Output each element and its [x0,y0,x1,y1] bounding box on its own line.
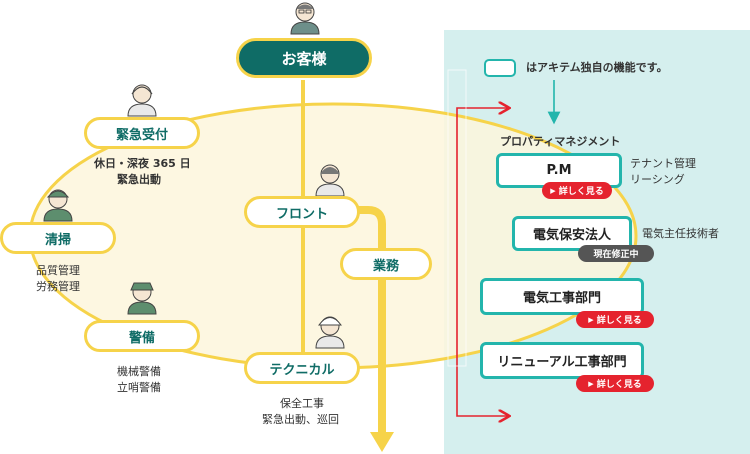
legend-swatch [484,59,516,77]
technical-note-2: 緊急出動、巡回 [262,413,339,426]
customer-icon [290,2,320,35]
emergency-note-1: 休日・深夜 365 日 [94,157,191,170]
electrical-works-details-button[interactable]: ▶詳しく見る [576,311,654,328]
pm-details-button[interactable]: ▶詳しく見る [542,182,612,199]
pm-side-1: テナント管理 [630,157,696,170]
cleaning-note-1: 品質管理 [36,264,80,277]
legend-text: はアキテム独自の機能です。 [526,61,668,74]
technician-icon [315,316,345,349]
emergency-note-2: 緊急出動 [117,173,161,186]
electrical-works-details-label: 詳しく見る [596,316,642,326]
security-node: 警備 [84,320,200,352]
business-node: 業務 [340,248,432,280]
bracket-frame [447,69,467,367]
emergency-node: 緊急受付 [84,117,200,149]
red-bracket-top [456,108,508,374]
business-flow-arrowhead [370,432,394,452]
security-note-2: 立哨警備 [117,381,161,394]
front-staff-icon [315,164,345,197]
cleaning-node: 清掃 [0,222,116,254]
electrical-safety-side: 電気主任技術者 [642,227,719,240]
play-icon: ▶ [550,186,556,195]
pm-side-2: リーシング [630,173,685,186]
technical-note-1: 保全工事 [280,397,324,410]
group-label: プロパティマネジメント [500,135,621,148]
security-note-1: 機械警備 [117,365,161,378]
red-bracket-bottom [456,374,508,416]
play-icon: ▶ [588,315,594,324]
pm-details-label: 詳しく見る [558,187,604,197]
business-flow-arrow [340,206,386,432]
operator-icon [127,84,157,117]
cleaner-icon [43,189,73,222]
customer-node: お客様 [236,38,372,78]
renewal-works-box: リニューアル工事部門 [480,342,644,379]
play-icon: ▶ [588,379,594,388]
electrical-works-box: 電気工事部門 [480,278,644,315]
cleaning-note-2: 労務管理 [36,280,80,293]
under-revision-button[interactable]: 現在修正中 [578,245,654,262]
technical-node: テクニカル [244,352,360,384]
guard-icon [127,282,157,315]
renewal-works-details-label: 詳しく見る [596,380,642,390]
renewal-works-details-button[interactable]: ▶詳しく見る [576,375,654,392]
front-node: フロント [244,196,360,228]
